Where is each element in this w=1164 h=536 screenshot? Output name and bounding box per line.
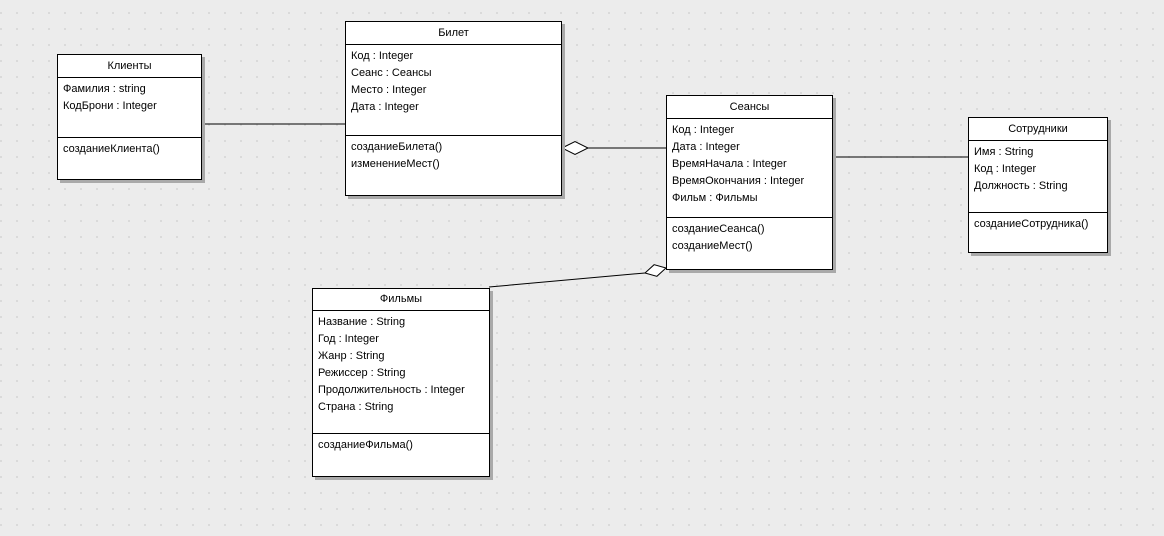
aggregation-diamond-seansy[interactable] [643,264,668,277]
methods-compartment: созданиеФильма() [313,433,489,476]
aggregation-diamond-bilet[interactable] [560,140,590,156]
attribute: Фамилия : string [63,83,146,95]
attribute: Дата : Integer [351,101,419,113]
attribute: КодБрони : Integer [63,100,157,112]
method: созданиеМест() [672,240,753,252]
methods-compartment: созданиеКлиента() [58,137,201,179]
class-klienty[interactable]: Клиенты Фамилия : string КодБрони : Inte… [57,54,202,180]
methods-compartment: созданиеБилета() изменениеМест() [346,135,561,195]
attribute: Сеанс : Сеансы [351,67,432,79]
method: созданиеСотрудника() [974,218,1089,230]
class-filmy[interactable]: Фильмы Название : String Год : Integer Ж… [312,288,490,477]
methods-compartment: созданиеСотрудника() [969,212,1107,252]
methods-compartment: созданиеСеанса() созданиеМест() [667,217,832,269]
attribute: Название : String [318,316,406,328]
method: изменениеМест() [351,158,440,170]
attributes-compartment: Код : Integer Сеанс : Сеансы Место : Int… [346,44,561,135]
attribute: Код : Integer [974,163,1037,175]
attributes-compartment: Код : Integer Дата : Integer ВремяНачала… [667,118,832,217]
method: созданиеСеанса() [672,223,765,235]
attribute: Дата : Integer [672,141,740,153]
class-bilet[interactable]: Билет Код : Integer Сеанс : Сеансы Место… [345,21,562,196]
class-sotrudniki[interactable]: Сотрудники Имя : String Код : Integer До… [968,117,1108,253]
attribute: Код : Integer [351,50,414,62]
attribute: Фильм : Фильмы [672,192,758,204]
attribute: Имя : String [974,146,1034,158]
attribute: ВремяОкончания : Integer [672,175,805,187]
attribute: Продолжительность : Integer [318,384,465,396]
class-title: Сеансы [729,101,770,113]
attributes-compartment: Фамилия : string КодБрони : Integer [58,77,201,137]
method: созданиеБилета() [351,141,443,153]
attributes-compartment: Название : String Год : Integer Жанр : S… [313,310,489,433]
class-seansy[interactable]: Сеансы Код : Integer Дата : Integer Врем… [666,95,833,270]
attribute: Код : Integer [672,124,735,136]
attribute: Страна : String [318,401,394,413]
aggregation-filmy-seansy[interactable] [488,272,646,288]
class-title: Сотрудники [1008,123,1068,135]
class-title: Билет [438,27,469,39]
method: созданиеКлиента() [63,143,160,155]
method: созданиеФильма() [318,439,413,451]
attribute: ВремяНачала : Integer [672,158,787,170]
attribute: Место : Integer [351,84,427,96]
class-title: Клиенты [107,60,152,72]
attribute: Должность : String [974,180,1068,192]
attribute: Год : Integer [318,333,379,345]
class-title: Фильмы [379,293,423,305]
attribute: Режиссер : String [318,367,406,379]
attribute: Жанр : String [318,350,385,362]
attributes-compartment: Имя : String Код : Integer Должность : S… [969,140,1107,212]
